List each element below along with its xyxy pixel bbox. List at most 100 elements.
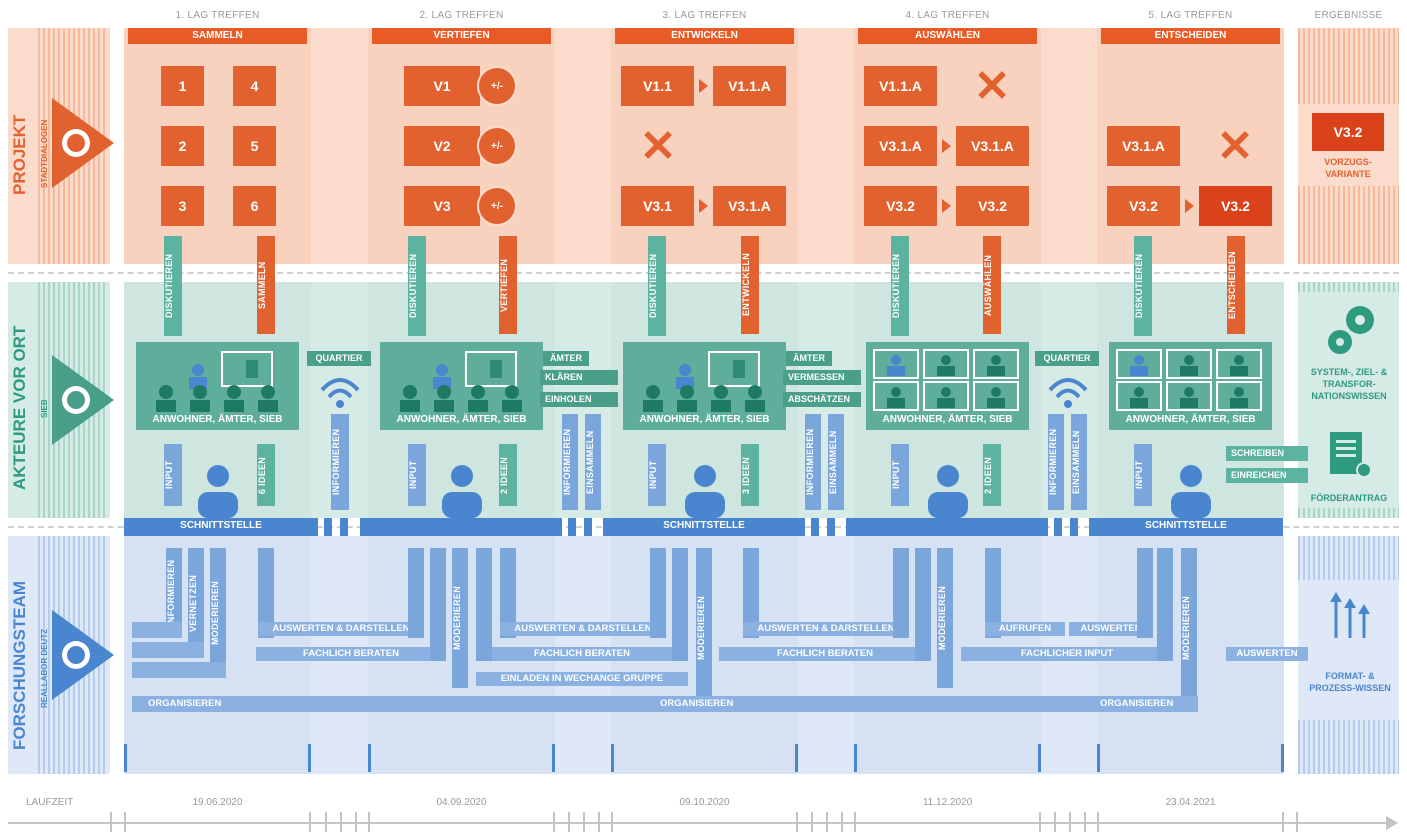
inform-arrow: INFORMIEREN	[1048, 414, 1064, 510]
marker	[854, 744, 857, 772]
advise-bar: FACHLICH BERATEN	[256, 647, 446, 661]
rejected-x-icon: ✕	[973, 62, 1011, 111]
flow-line	[476, 548, 492, 661]
idea-box: 5	[233, 126, 276, 166]
meeting3-header: 3. LAG TREFFEN	[662, 10, 747, 21]
timeline-tick	[325, 812, 327, 832]
flow-line	[743, 548, 759, 638]
interface-connector	[1070, 518, 1078, 536]
evaluate-bar: AUSWERTEN	[1069, 622, 1153, 636]
flow-line	[985, 548, 1001, 638]
marker	[124, 744, 127, 772]
lane-title-projekt: PROJEKT	[10, 114, 29, 195]
advise-bar: FACHLICH BERATEN	[476, 647, 688, 661]
marker	[1281, 744, 1284, 772]
group-label: ANWOHNER, ÄMTER, SIEB	[639, 414, 770, 425]
evaluate-bar: AUSWERTEN & DARSTELLEN	[743, 622, 909, 636]
wifi-icon	[1048, 378, 1088, 408]
klaeren-arrow: KLÄREN	[540, 370, 618, 385]
variant-box: V1.1.A	[864, 66, 937, 106]
collect-arrow: EINSAMMELN	[585, 414, 601, 510]
interface-connector	[568, 518, 576, 536]
evaluate-bar: AUSWERTEN & DARSTELLEN	[258, 622, 424, 636]
result-variant-box: V3.2	[1312, 113, 1384, 151]
arrow-right-icon	[699, 79, 708, 93]
variant-box: V3.2	[864, 186, 937, 226]
variant-box: V3.1	[621, 186, 694, 226]
meeting1-date: 19.06.2020	[192, 797, 243, 808]
timeline-tick	[1296, 812, 1298, 832]
wifi-icon	[320, 378, 360, 408]
moderator-person-icon	[685, 465, 725, 518]
variant-box: V3.2	[956, 186, 1029, 226]
idea-box: 1	[161, 66, 204, 106]
document-icon	[1330, 432, 1372, 478]
group-label: ANWOHNER, ÄMTER, SIEB	[396, 414, 527, 425]
organise-label: ORGANISIEREN	[1100, 698, 1174, 709]
interface-connector	[324, 518, 332, 536]
flow-line	[1157, 548, 1173, 661]
idea-box: 6	[233, 186, 276, 226]
interface-bar: SCHNITTSTELLE	[1089, 518, 1283, 536]
timeline-label: LAUFZEIT	[26, 797, 74, 808]
timeline-axis	[8, 822, 1388, 824]
phase-arrow: VERTIEFEN	[499, 236, 517, 334]
timeline-tick	[811, 812, 813, 832]
timeline-tick	[110, 812, 112, 832]
interface-connector	[811, 518, 819, 536]
meeting1-header: 1. LAG TREFFEN	[175, 10, 260, 21]
timeline-tick	[854, 812, 856, 832]
moderate-arrow: MODERIEREN	[452, 548, 468, 688]
arrow-right-icon	[942, 139, 951, 153]
inform-arrow: INFORMIEREN	[562, 414, 578, 510]
moderator-person-icon	[1171, 465, 1211, 518]
results-header: ERGEBNISSE	[1314, 10, 1383, 21]
timeline-tick	[1039, 812, 1041, 832]
flow-line	[650, 548, 666, 638]
plusminus-circle: +/-	[477, 186, 517, 226]
inform-arrow: INFORMIEREN	[331, 414, 349, 510]
projekt-triangle-icon	[52, 98, 114, 188]
timeline-tick	[1054, 812, 1056, 832]
input-arrow: INPUT	[648, 444, 666, 506]
organise-label: ORGANISIEREN	[148, 698, 222, 709]
timeline-tick	[598, 812, 600, 832]
phase-arrow: AUSWÄHLEN	[983, 236, 1001, 334]
organise-label: ORGANISIEREN	[660, 698, 734, 709]
discuss-arrow: DISKUTIEREN	[891, 236, 909, 336]
variant-box: V3.1.A	[1107, 126, 1180, 166]
flow-line	[430, 548, 446, 661]
flow-line	[500, 548, 516, 638]
input-arrow: INPUT	[1134, 444, 1152, 506]
phase-arrow: SAMMELN	[257, 236, 275, 334]
marker	[1038, 744, 1041, 772]
flow-line	[132, 642, 204, 658]
discuss-arrow: DISKUTIEREN	[648, 236, 666, 336]
schreiben-arrow: SCHREIBEN	[1226, 446, 1308, 461]
flow-line	[1137, 548, 1153, 638]
projekt-label-bg	[8, 28, 38, 264]
collect-arrow: EINSAMMELN	[1071, 414, 1087, 510]
interface-connector	[1054, 518, 1062, 536]
vermessen-arrow: VERMESSEN	[783, 370, 861, 385]
interface-bar: SCHNITTSTELLE	[124, 518, 318, 536]
meeting2-date: 04.09.2020	[436, 797, 487, 808]
group-people-icon	[156, 351, 278, 412]
meeting4-phase-banner: AUSWÄHLEN	[858, 28, 1037, 44]
moderator-person-icon	[928, 465, 968, 518]
idea-box: 2	[161, 126, 204, 166]
timeline-tick	[553, 812, 555, 832]
variant-box: V1.1	[621, 66, 694, 106]
flow-line	[258, 548, 274, 638]
timeline-tick	[355, 812, 357, 832]
meeting5-date: 23.04.2021	[1165, 797, 1216, 808]
input-arrow: INPUT	[891, 444, 909, 506]
interface-connector	[827, 518, 835, 536]
quartier-tag: QUARTIER	[1035, 351, 1099, 366]
result-system-knowledge: SYSTEM-, ZIEL- & TRANSFOR-NATIONSWISSEN	[1310, 367, 1388, 401]
gap	[110, 28, 124, 774]
interface-bar	[846, 518, 1048, 536]
timeline-arrowhead-icon	[1386, 816, 1398, 830]
marker	[1097, 744, 1100, 772]
group-label: ANWOHNER, ÄMTER, SIEB	[1125, 414, 1256, 425]
